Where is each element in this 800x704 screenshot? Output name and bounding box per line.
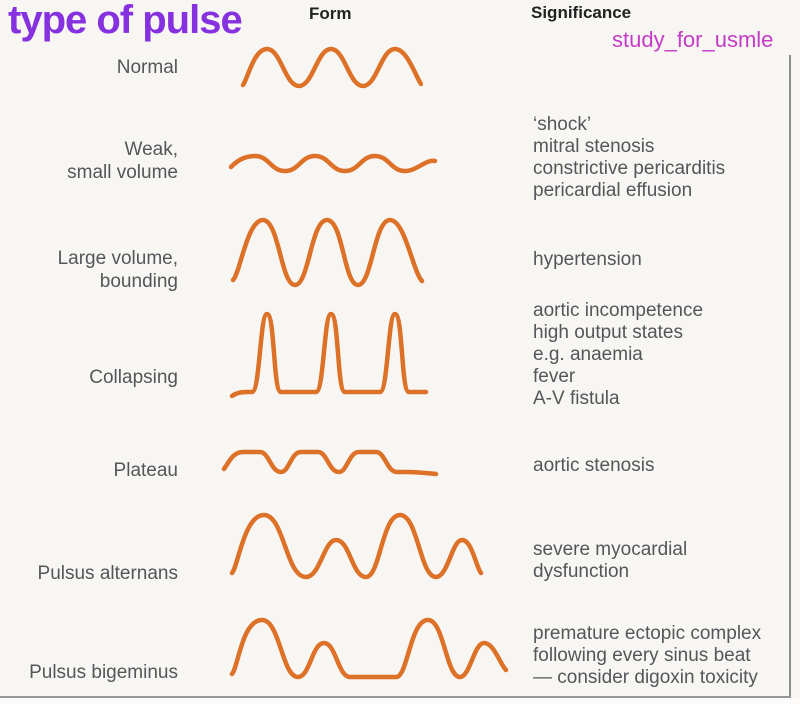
page-margin-bottom (0, 698, 800, 704)
significance-collapsing: aortic incompetence high output states e… (533, 300, 704, 409)
significance-pulsus-alternans: severe myocardial dysfunction (533, 539, 688, 582)
waveform-collapsing (229, 311, 429, 398)
waveform-pulsus-bigeminus (229, 617, 509, 680)
row-label-normal: Normal (116, 57, 178, 78)
row-label-large-volume-bounding: Large volume, bounding (57, 248, 178, 292)
row-label-collapsing: Collapsing (89, 367, 178, 388)
row-label-pulsus-alternans: Pulsus alternans (37, 563, 178, 584)
waveform-normal (240, 46, 423, 89)
significance-weak-small-volume: ‘shock’ mitral stenosis constrictive per… (533, 114, 726, 201)
significance-column-header: Significance (531, 3, 632, 22)
page-title: type of pulse (8, 0, 243, 42)
waveform-pulsus-alternans (229, 512, 484, 580)
page-edge-right (789, 55, 791, 697)
page-edge-bottom (0, 696, 791, 698)
watermark: study_for_usmle (612, 27, 774, 52)
form-column-header: Form (309, 4, 352, 23)
row-label-pulsus-bigeminus: Pulsus bigeminus (29, 662, 178, 683)
waveform-plateau (221, 449, 439, 477)
row-label-weak-small-volume: Weak, small volume (67, 139, 178, 183)
waveform-large-volume-bounding (230, 217, 425, 288)
row-label-plateau: Plateau (113, 460, 178, 481)
waveform-weak-small-volume (228, 153, 438, 174)
significance-plateau: aortic stenosis (533, 455, 655, 476)
significance-pulsus-bigeminus: premature ectopic complex following ever… (533, 623, 762, 688)
significance-large-volume-bounding: hypertension (533, 249, 642, 270)
